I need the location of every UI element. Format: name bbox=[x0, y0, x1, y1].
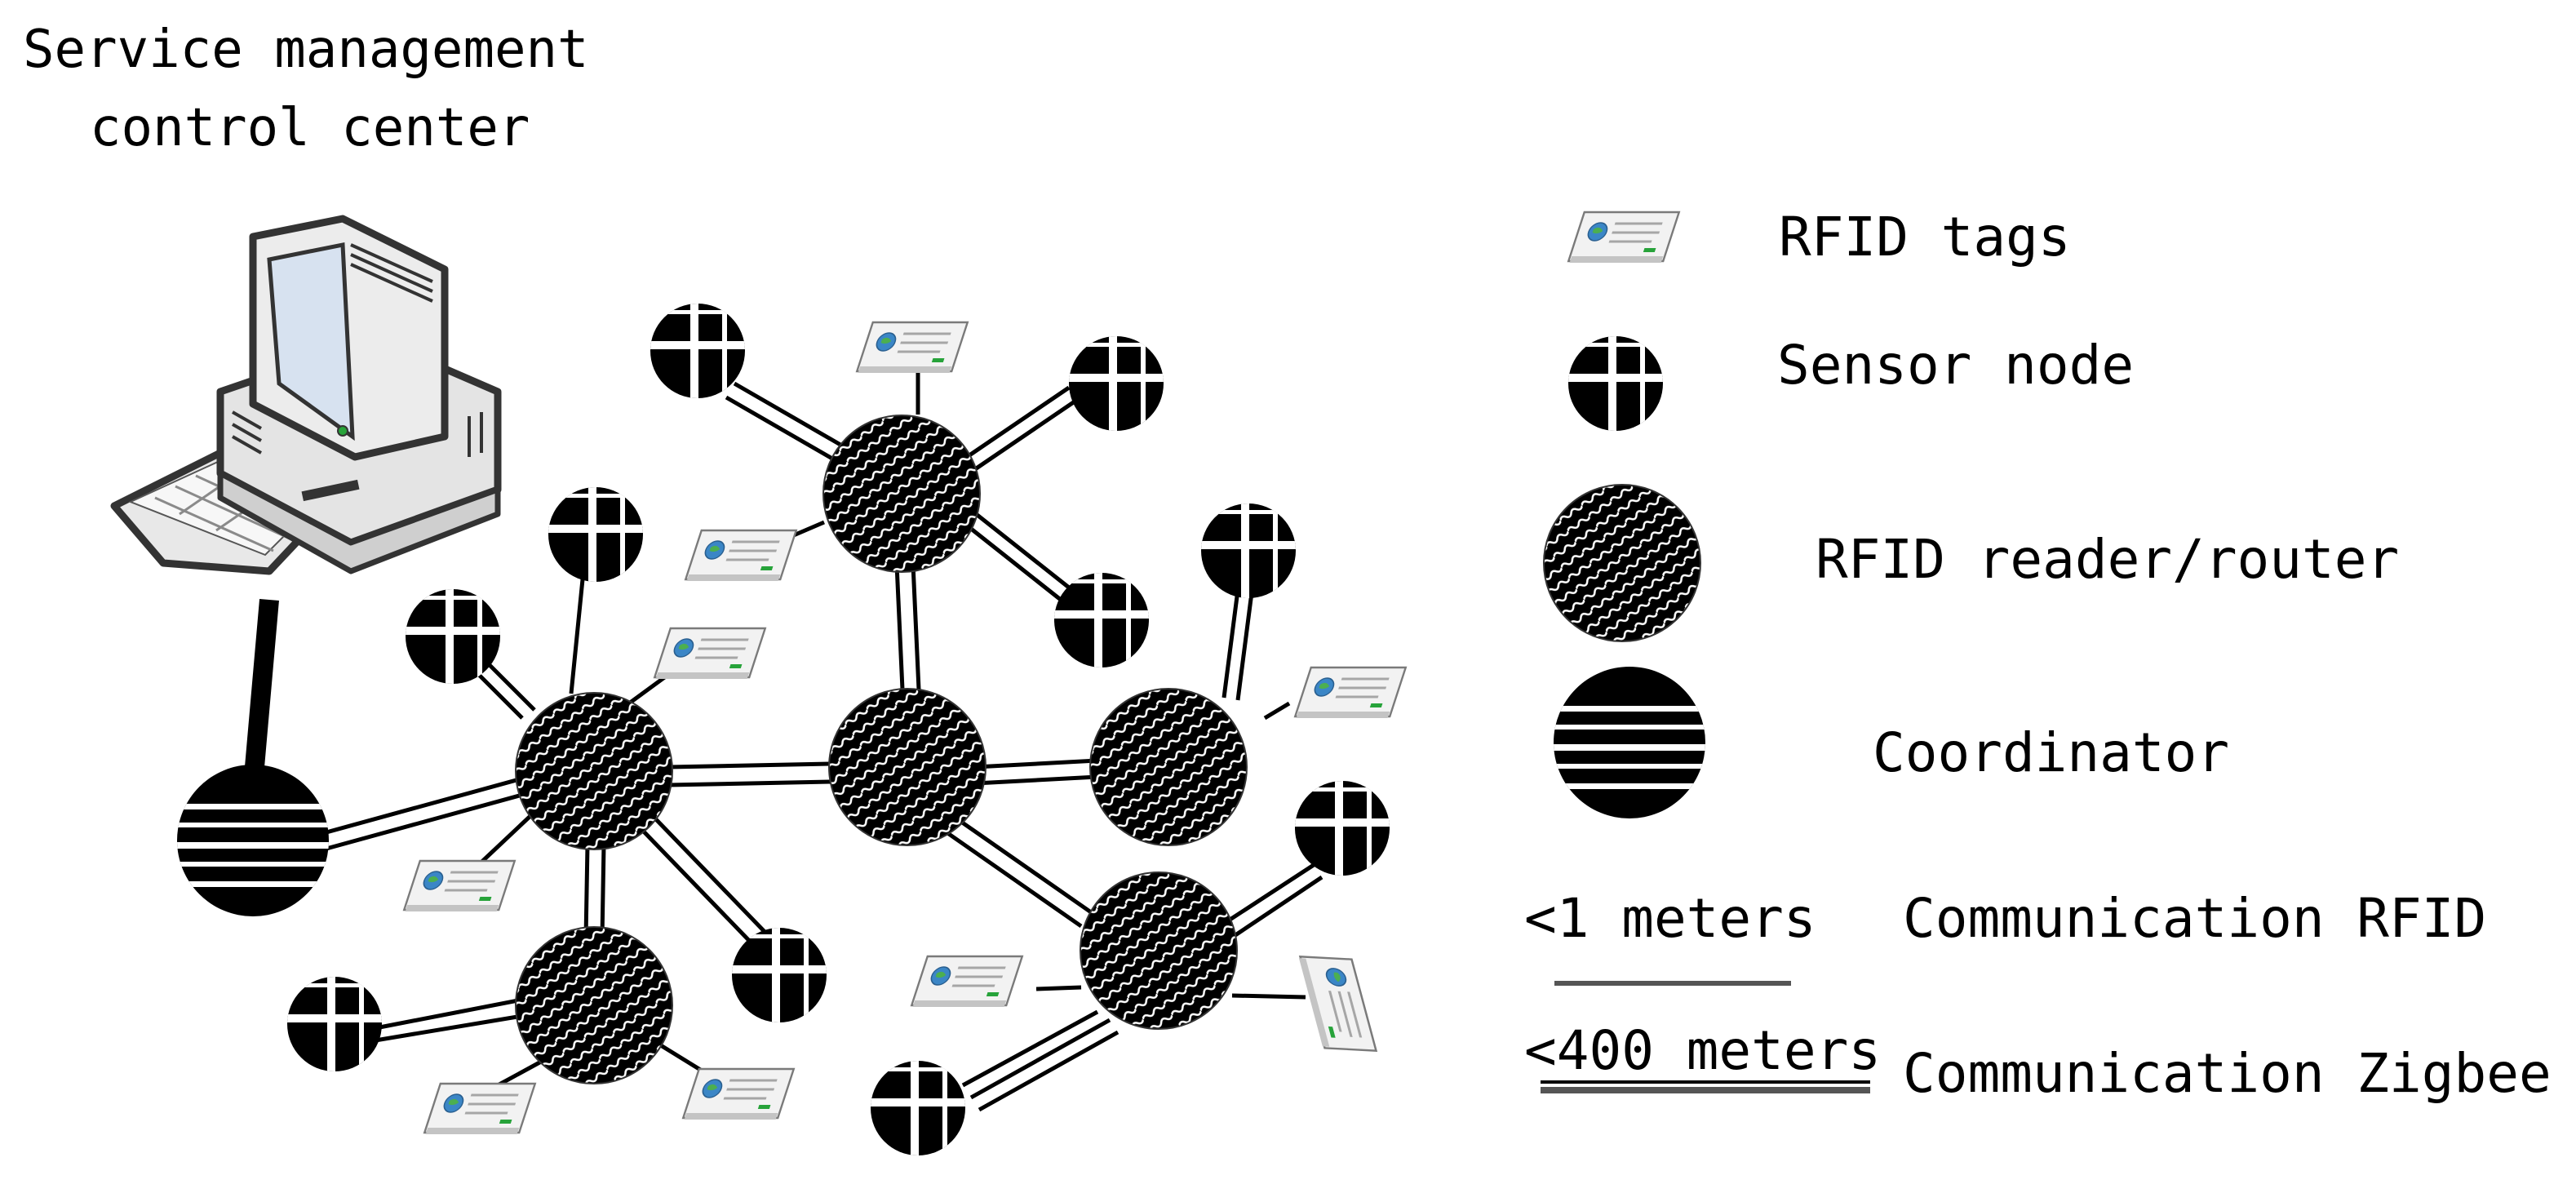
rfid-tag-icon bbox=[402, 859, 517, 913]
rfid-tag-icon bbox=[684, 529, 798, 583]
sensor-node-icon bbox=[1567, 335, 1665, 432]
legend-rfid-comm: Communication RFID bbox=[1903, 887, 2486, 950]
sensor-node-icon bbox=[547, 486, 645, 583]
rfid-reader-icon bbox=[1089, 688, 1248, 846]
sensor-node-icon bbox=[1199, 502, 1297, 600]
sensor-node-icon bbox=[649, 302, 747, 400]
diagram-title-line-1: Service management bbox=[23, 20, 589, 80]
sensor-node-icon bbox=[1293, 779, 1391, 877]
rfid-tag-icon bbox=[423, 1082, 537, 1136]
rfid-reader-icon bbox=[515, 692, 673, 850]
rfid-tag-icon bbox=[1567, 211, 1681, 264]
rfid-reader-icon bbox=[822, 415, 981, 573]
zigbee-link-sample bbox=[1541, 1080, 1870, 1093]
rfid-tag-icon bbox=[855, 321, 969, 375]
computer-icon bbox=[110, 215, 502, 575]
rfid-tag-icon bbox=[681, 1067, 796, 1121]
diagram-title-line-2: control center bbox=[90, 98, 530, 158]
rfid-reader-icon bbox=[828, 688, 987, 846]
legend-tag-label: RFID tags bbox=[1779, 206, 2071, 268]
legend-rfid-range: <1 meters bbox=[1524, 887, 1816, 950]
sensor-node-icon bbox=[286, 975, 384, 1073]
rfid-tag-icon bbox=[910, 955, 1024, 1009]
legend-reader-label: RFID reader/router bbox=[1816, 528, 2399, 591]
rfid-tag-icon bbox=[1297, 942, 1378, 1066]
rfid-tag-icon bbox=[653, 627, 767, 681]
sensor-node-icon bbox=[730, 926, 828, 1024]
coordinator-icon bbox=[171, 759, 335, 922]
rfid-reader-icon bbox=[1080, 871, 1238, 1030]
legend-zigbee-comm: Communication Zigbee bbox=[1903, 1042, 2552, 1105]
legend-zigbee-range: <400 meters bbox=[1524, 1019, 1881, 1082]
sensor-node-icon bbox=[404, 588, 502, 685]
rfid-reader-icon bbox=[1543, 484, 1701, 642]
rfid-tag-icon bbox=[1293, 666, 1408, 720]
rfid-reader-icon bbox=[515, 926, 673, 1084]
legend: RFID tags Sensor node RFID reader/router… bbox=[1524, 206, 2552, 1105]
legend-coordinator-label: Coordinator bbox=[1873, 721, 2229, 784]
sensor-node-icon bbox=[1067, 335, 1165, 432]
sensor-node-icon bbox=[869, 1059, 967, 1157]
legend-sensor-label: Sensor node bbox=[1777, 334, 2134, 397]
coordinator-icon bbox=[1548, 661, 1711, 824]
